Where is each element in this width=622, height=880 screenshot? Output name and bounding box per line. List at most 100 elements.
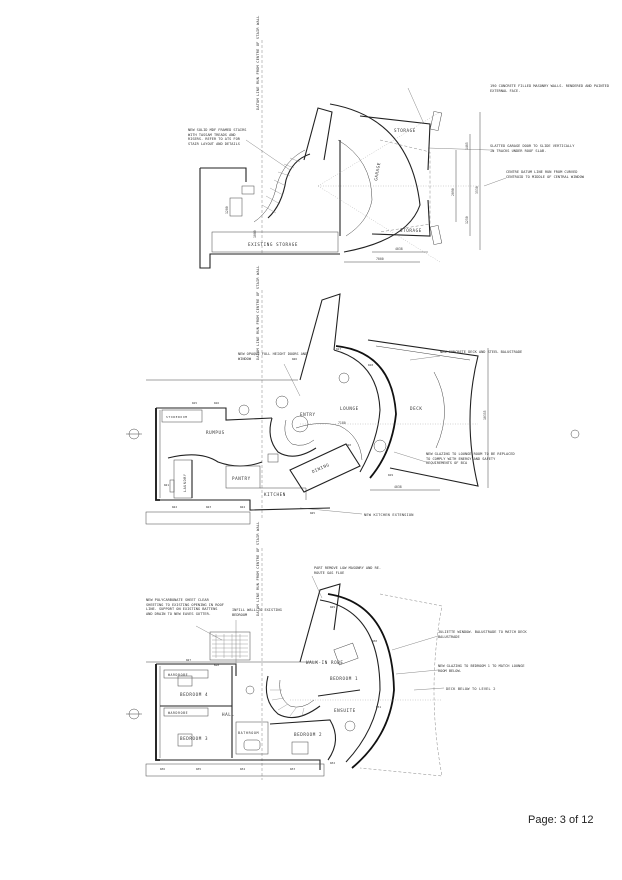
level3-tag-w36: W36 <box>160 767 165 771</box>
level3-eaves-strip <box>145 763 325 777</box>
level3-note-remove-text: PART REMOVE LOW MASONRY AND RE-ROUTE GAS… <box>314 566 382 575</box>
level2-room-lounge: LOUNGE <box>340 406 359 411</box>
level1-note-stairs: NEW SOLID MDF FRAMED STAIRS WITH TASSAM … <box>188 128 291 171</box>
level2-deck-outline <box>367 339 479 487</box>
level2-note-kitchen-ext-text: NEW KITCHEN EXTENSION <box>364 513 414 517</box>
level2-note-glazing-text: NEW GLAZING TO LOUNGE ROOM TO BE REPLACE… <box>426 452 515 466</box>
level1-room-storage-bottom: STORAGE <box>400 228 422 233</box>
level3-bed-1 <box>333 642 359 666</box>
level3-bathroom <box>235 721 269 755</box>
level3-note-infill-text: INFILL WALL TO EXISTING BEDROOM <box>232 608 282 617</box>
level3-tag-w31: W31 <box>376 705 381 709</box>
level2-lounge-glazing <box>335 345 397 479</box>
level1-note-garage-door-text: SLATTED GARAGE DOOR TO SLIDE VERTICALLY … <box>490 144 575 153</box>
level3-west-wall <box>155 664 160 761</box>
level1-existing-storage <box>211 231 339 253</box>
level2-existing-strip <box>145 511 251 525</box>
level2-dim-4038: 4038 <box>394 485 402 489</box>
page-number: Page: 3 of 12 <box>528 814 594 826</box>
level3-bed-2 <box>291 741 309 755</box>
level1-stair-curve <box>267 153 311 219</box>
level2-south-wall <box>156 499 331 511</box>
level2-storeroom <box>161 409 203 423</box>
level2-note-kitchen-ext: NEW KITCHEN EXTENSION <box>299 507 414 517</box>
level3-wardrobe-1 <box>163 707 209 717</box>
level1-note-stairs-text: NEW SOLID MDF FRAMED STAIRS WITH TASSAM … <box>188 128 247 146</box>
level2-column-4 <box>338 372 350 384</box>
level2-stair-outer <box>269 417 317 457</box>
level3-note-deck-below-text: DECK BELOW TO LEVEL 2 <box>446 687 496 691</box>
level2-room-laundry: LAUNDRY <box>183 474 187 493</box>
level1-datum-label: DATUM LINE RUN FROM CENTRE OF STAIR WALL <box>256 15 260 110</box>
level3-tag-w33: W33 <box>290 767 295 771</box>
level2-lounge-arc <box>333 349 381 473</box>
level2-room-storeroom: STOREROOM <box>166 415 188 419</box>
level2-dim-10355: 10355 <box>483 410 487 420</box>
level2-dining-table <box>289 443 361 493</box>
level3-room-ensuite: ENSUITE <box>334 708 356 713</box>
level2-room-entry: ENTRY <box>300 412 316 417</box>
level3-tag-w30: W30 <box>372 639 377 643</box>
level2-sink <box>267 453 279 463</box>
level1-note-concrete: 190 CONCRETE FILLED MASONRY WALLS. RENDE… <box>407 84 609 125</box>
level3-tag-w28: W28 <box>214 663 219 667</box>
level3-room-bedroom1: BEDROOM 1 <box>330 676 358 681</box>
level3-tag-w27: W27 <box>186 658 191 662</box>
level2-tag-w19: W19 <box>388 473 393 477</box>
level2-dining-curve <box>295 423 363 461</box>
level3-stair-treads <box>270 689 305 717</box>
level3-note-polycarb-text: NEW POLYCARBONATE SHEET CLEAR SHEETING T… <box>146 598 224 616</box>
level2-plan: DATUM LINE RUN FROM CENTRE OF STAIR WALL… <box>126 265 580 525</box>
level2-tag-w23: W23 <box>206 505 211 509</box>
level1-inner-arc <box>337 139 373 237</box>
level3-ensuite-wall <box>317 689 361 697</box>
level1-note-concrete-text: 190 CONCRETE FILLED MASONRY WALLS. RENDE… <box>490 84 609 93</box>
level2-entry-angled <box>299 293 341 381</box>
level2-column-3 <box>373 439 387 453</box>
level2-room-rumpus: RUMPUS <box>206 430 225 435</box>
level2-window-tags: W15 W16 W17 W18 W19 W20 W21 W22 W23 W24 … <box>164 347 393 515</box>
level1-stair-landing <box>229 197 243 217</box>
level3-stair-outer <box>265 675 321 719</box>
level1-garage-door-track <box>379 139 431 233</box>
level2-tag-w15: W15 <box>192 401 197 405</box>
level3-window-tags: W27 W28 W29 W30 W31 W32 W33 W34 W35 W36 <box>160 605 381 771</box>
level1-note-centre-datum-text: CENTRE DATUM LINE RUN FROM CURVED CENTRO… <box>506 170 584 179</box>
level2-tag-w26: W26 <box>292 357 297 361</box>
level3-roof-hatch <box>209 631 251 661</box>
level3-note-juliette-text: JULIETTE WINDOW. BALUSTRADE TO MATCH DEC… <box>438 630 527 639</box>
level1-dim-4038: 4038 <box>395 247 403 251</box>
level3-note-infill: INFILL WALL TO EXISTING BEDROOM <box>232 608 282 666</box>
level2-tag-w24: W24 <box>240 505 245 509</box>
level2-tag-w20: W20 <box>346 443 351 447</box>
level1-dim-1200: 1200 <box>225 206 229 214</box>
level1-stair-treads <box>261 157 301 214</box>
level3-angled-wall <box>299 583 341 663</box>
level1-note-garage-door: SLATTED GARAGE DOOR TO SLIDE VERTICALLY … <box>427 144 575 153</box>
level2-tag-w21: W21 <box>164 483 169 487</box>
level1-dim-1250: 1250 <box>465 216 469 224</box>
level3-note-juliette: JULIETTE WINDOW. BALUSTRADE TO MATCH DEC… <box>391 630 527 651</box>
level1-storage-top-wall <box>359 115 431 171</box>
level3-room-bathroom: BATHROOM <box>238 731 259 735</box>
level2-note-glazing: NEW GLAZING TO LOUNGE ROOM TO BE REPLACE… <box>393 451 515 466</box>
level2-dim-7180: 7180 <box>338 421 346 425</box>
level3-room-hall: HALL <box>222 712 234 717</box>
level3-room-bedroom3: BEDROOM 3 <box>180 736 208 741</box>
level2-north-wall <box>156 407 273 421</box>
level3-shower <box>344 720 356 732</box>
level3-stair-inner <box>279 679 315 708</box>
level2-tag-w25: W25 <box>310 511 315 515</box>
level1-radial-3 <box>317 185 441 263</box>
level1-angled-wall <box>303 107 333 161</box>
level2-note-deck: NEW CONCRETE DECK AND STEEL BALUSTRADE <box>409 350 522 361</box>
level3-bed2-wall <box>269 719 337 761</box>
level2-datum-label: DATUM LINE RUN FROM CENTRE OF STAIR WALL <box>256 265 260 360</box>
level1-note-centre-datum: CENTRE DATUM LINE RUN FROM CURVED CENTRO… <box>483 170 584 187</box>
level3-bed-4 <box>177 675 193 687</box>
level3-note-new-glazing-text: NEW GLAZING TO BEDROOM 1 TO MATCH LOUNGE… <box>438 664 525 673</box>
level2-tag-w18: W18 <box>368 363 373 367</box>
level2-kitchen-counter <box>260 487 307 500</box>
level3-wc <box>245 685 255 695</box>
